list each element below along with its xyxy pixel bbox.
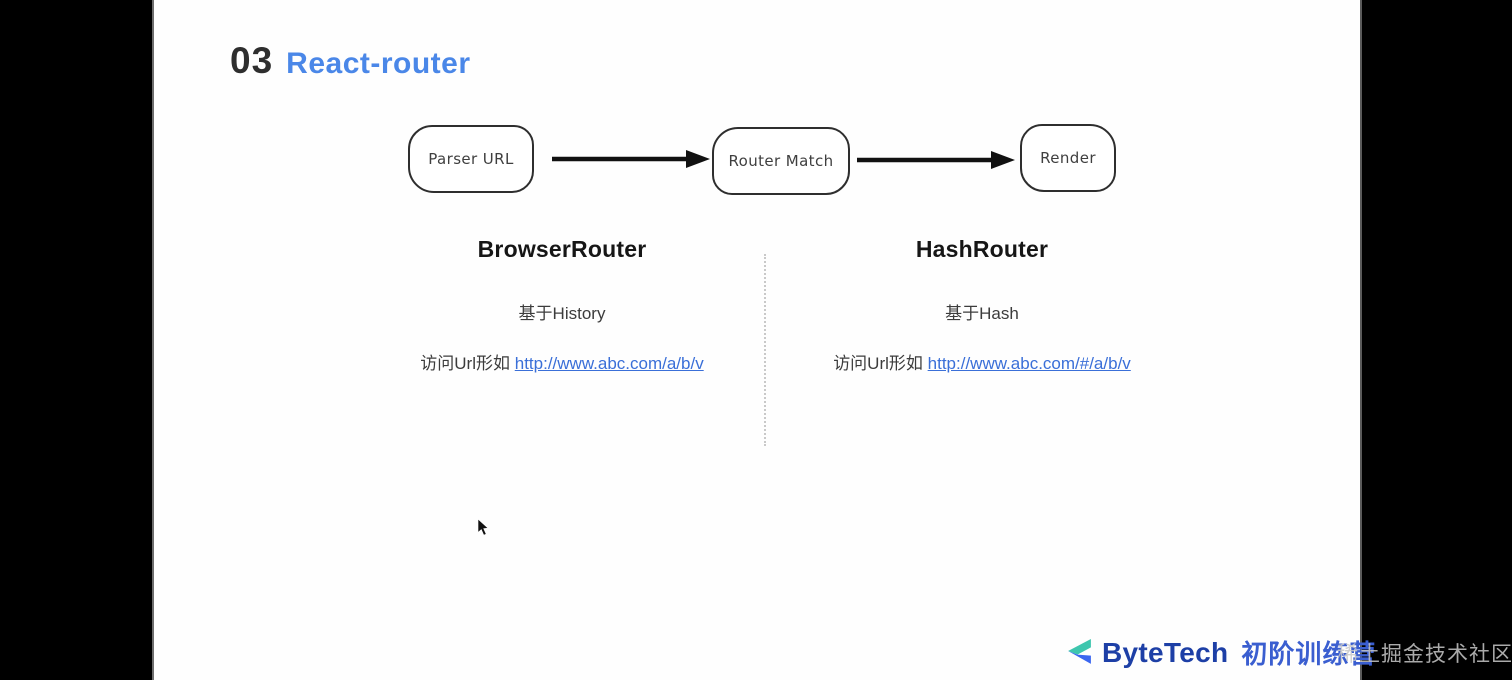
flow-box-parser-url: Parser URL xyxy=(408,125,534,193)
bytetech-chevron-icon xyxy=(1068,639,1091,664)
section-number: 03 xyxy=(230,40,274,81)
flow-arrow-icon xyxy=(857,151,1015,169)
mouse-cursor-icon xyxy=(477,519,489,536)
url-prefix-text: 访问Url形如 xyxy=(420,354,515,373)
page-title: 03 React-router xyxy=(230,40,471,82)
flow-box-label: Router Match xyxy=(728,152,834,170)
column-heading: HashRouter xyxy=(915,236,1049,262)
browser-router-url-link[interactable]: http://www.abc.com/a/b/v xyxy=(514,354,704,373)
column-basis-text: 基于History xyxy=(518,304,606,323)
bytetech-branding: ByteTech 初阶训练营 xyxy=(1066,634,1376,671)
flow-box-render: Render xyxy=(1020,124,1116,192)
flow-box-router-match: Router Match xyxy=(712,127,850,195)
column-browser-router: BrowserRouter 基于History 访问Url形如 http://w… xyxy=(342,236,782,374)
slide-canvas: 03 React-router Parser URL Router Match … xyxy=(152,0,1375,680)
column-url-line: 访问Url形如 http://www.abc.com/#/a/b/v xyxy=(762,349,1202,374)
watermark-text: 稀土掘金技术社区 xyxy=(1337,643,1512,666)
flow-box-label: Parser URL xyxy=(428,150,514,168)
column-url-line: 访问Url形如 http://www.abc.com/a/b/v xyxy=(342,349,782,374)
column-divider xyxy=(764,254,766,446)
brand-name: ByteTech xyxy=(1102,636,1229,668)
column-heading: BrowserRouter xyxy=(477,236,647,262)
brand-program: 初阶训练营 xyxy=(1241,639,1377,669)
flow-box-label: Render xyxy=(1040,149,1096,167)
flow-arrow-icon xyxy=(552,150,710,168)
url-prefix-text: 访问Url形如 xyxy=(833,354,928,373)
column-basis-text: 基于Hash xyxy=(945,304,1019,323)
column-hash-router: HashRouter 基于Hash 访问Url形如 http://www.abc… xyxy=(762,236,1202,374)
section-title: React-router xyxy=(286,47,471,80)
hash-router-url-link[interactable]: http://www.abc.com/#/a/b/v xyxy=(927,354,1131,373)
